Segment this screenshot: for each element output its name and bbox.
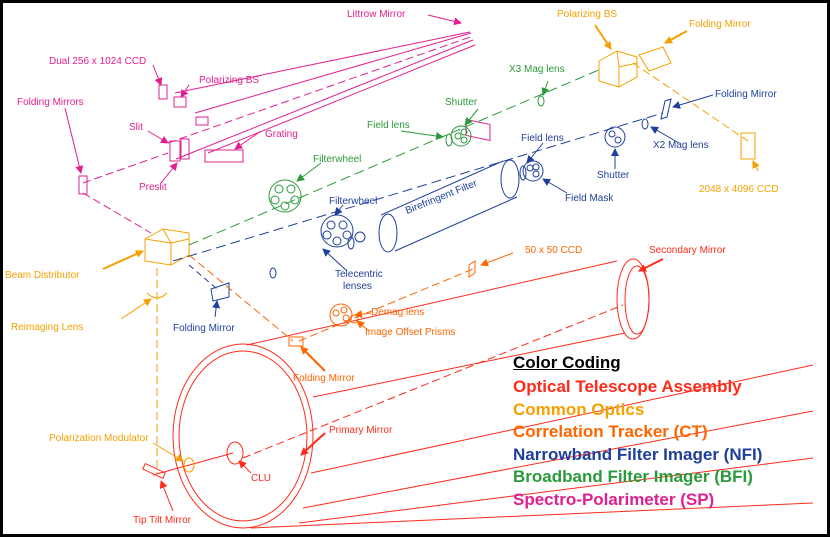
legend-item-ota: Optical Telescope Assembly	[513, 377, 742, 396]
sp-polarizing-bs-shape	[173, 96, 187, 108]
telecentric-lens-shape	[269, 267, 277, 279]
legend-item-correlation-tracker: Correlation Tracker (CT)	[513, 422, 708, 441]
folding-mirror-low-shape	[210, 282, 230, 302]
label-filterwheel-nfi: Filterwheel	[329, 196, 377, 207]
label-ccd-50: 50 x 50 CCD	[525, 245, 582, 256]
legend-item-nfi: Narrowband Filter Imager (NFI)	[513, 444, 763, 464]
spectro-polarimeter	[78, 31, 491, 234]
field-lens-bfi-shape	[445, 133, 453, 147]
label-folding-mirror-nfi: Folding Mirror	[715, 89, 777, 100]
label-slit: Slit	[129, 122, 143, 133]
label-x3-mag-lens: X3 Mag lens	[509, 64, 565, 75]
label-folding-mirror-ct: Folding Mirror	[293, 373, 355, 384]
label-folding-mirror-top: Folding Mirror	[689, 19, 751, 30]
birefringent-filter-shape	[380, 160, 518, 252]
label-grating: Grating	[265, 129, 298, 140]
legend-item-bfi: Broadband Filter Imager (BFI)	[513, 467, 753, 486]
leader-lines	[64, 14, 760, 512]
label-demag-lens: Demag lens	[371, 307, 424, 318]
component-labels: Littrow Mirror Dual 256 x 1024 CCD Polar…	[5, 9, 779, 526]
broadband-filter-imager	[188, 68, 602, 246]
label-telecentric-1: Telecentric	[335, 269, 383, 280]
x2-mag-lens-shape	[641, 118, 649, 130]
ccd-50-shape	[468, 260, 476, 278]
label-clu: CLU	[251, 473, 271, 484]
label-primary-mirror: Primary Mirror	[329, 425, 393, 436]
preslit-shape	[180, 138, 190, 160]
label-shutter-nfi: Shutter	[597, 170, 630, 181]
label-field-mask: Field Mask	[565, 193, 614, 204]
label-beam-distributor: Beam Distributor	[5, 270, 80, 281]
folding-mirror-top-shape	[638, 46, 672, 72]
label-telecentric-2: lenses	[343, 281, 372, 292]
label-preslit: Preslit	[139, 182, 167, 193]
beam-distributor-shape	[144, 228, 190, 266]
filterwheel-bfi-shape	[268, 179, 302, 213]
label-shutter-bfi: Shutter	[445, 97, 478, 108]
polarization-modulator-shape	[183, 457, 195, 473]
label-folding-mirrors: Folding Mirrors	[17, 97, 84, 108]
label-ccd-2048: 2048 x 4096 CCD	[699, 184, 779, 195]
label-image-offset-prisms: Image Offset Prisms	[365, 327, 455, 338]
legend-title: Color Coding	[513, 353, 621, 372]
label-reimaging-lens: Reimaging Lens	[11, 322, 83, 333]
label-field-lens-bfi: Field lens	[367, 120, 410, 131]
correlation-tracker	[188, 254, 476, 347]
folding-mirror-nfi-shape	[660, 98, 672, 120]
ccd-2048-shape	[740, 132, 756, 160]
legend-item-sp: Spectro-Polarimeter (SP)	[513, 489, 715, 509]
label-sp-polarizing-bs: Polarizing BS	[199, 75, 259, 86]
reimaging-lens-shape	[146, 292, 168, 299]
label-secondary-mirror: Secondary Mirror	[649, 245, 726, 256]
x3-mag-lens-shape	[537, 95, 545, 107]
grating-shape	[204, 149, 244, 163]
label-field-lens-nfi: Field lens	[521, 133, 564, 144]
label-x2-mag-lens: X2 Mag lens	[653, 140, 709, 151]
folding-mirror-ct-shape	[288, 336, 304, 347]
primary-mirror	[172, 343, 314, 529]
littrow-mirror-shape	[465, 118, 491, 142]
diagram-canvas: Littrow Mirror Dual 256 x 1024 CCD Polar…	[5, 9, 814, 529]
tip-tilt-mirror	[142, 462, 166, 480]
label-birefringent-filter: Birefringent Filter	[404, 178, 479, 217]
label-tip-tilt-mirror: Tip Tilt Mirror	[133, 515, 192, 526]
sp-folding-mirror-shape	[78, 175, 88, 195]
label-folding-mirror-low: Folding Mirror	[173, 323, 235, 334]
label-polarizing-bs: Polarizing BS	[557, 9, 617, 20]
shutter-nfi-shape	[604, 126, 626, 148]
label-dual-ccd: Dual 256 x 1024 CCD	[49, 56, 146, 67]
field-lens-nfi-shape	[519, 165, 527, 181]
label-littrow-mirror: Littrow Mirror	[347, 9, 406, 20]
label-polarization-modulator: Polarization Modulator	[49, 433, 149, 444]
legend-item-common-optics: Common Optics	[513, 399, 645, 419]
slit-shape	[169, 140, 181, 162]
color-coding-legend: Color Coding Optical Telescope Assembly …	[513, 353, 762, 511]
label-filterwheel-bfi: Filterwheel	[313, 154, 361, 165]
primary-mirror-hole	[226, 441, 244, 465]
dual-ccd-shape	[158, 84, 168, 100]
optical-telescope-assembly	[142, 258, 814, 529]
polarizing-bs-shape	[598, 50, 638, 88]
